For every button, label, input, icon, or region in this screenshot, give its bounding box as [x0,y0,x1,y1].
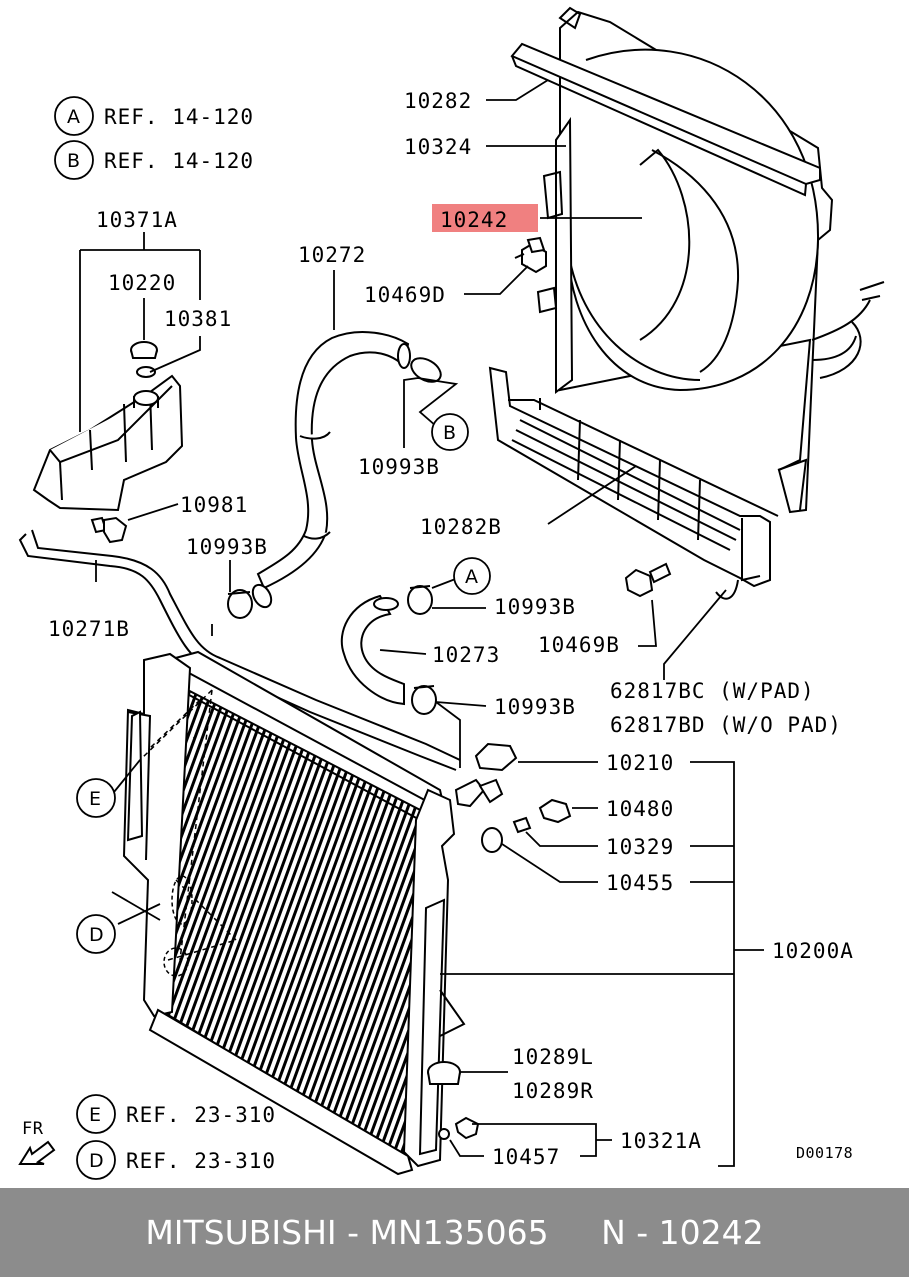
front-label: FR [22,1119,44,1139]
part-footer-text: MITSUBISHI - MN135065 N - 10242 [145,1213,764,1252]
diagram-code: D00178 [796,1144,853,1162]
part-label-10321A[interactable]: 10321A [620,1129,702,1153]
ref-e-text: REF. 23-310 [126,1103,276,1127]
lower-hose-drawing [340,594,405,706]
part-label-62817BD[interactable]: 62817BD (W/O PAD) [610,713,842,737]
part-label-10981[interactable]: 10981 [180,493,248,517]
part-label-10480[interactable]: 10480 [606,797,674,821]
bolt-10469D-drawing [514,236,547,274]
ref-d-text: REF. 23-310 [126,1149,276,1173]
part-label-10289L[interactable]: 10289L [512,1045,594,1069]
leader-lines [79,79,764,1167]
part-label-10271B[interactable]: 10271B [48,617,130,641]
part-label-10455[interactable]: 10455 [606,871,674,895]
part-label-10282B[interactable]: 10282B [420,515,502,539]
part-label-62817BC[interactable]: 62817BC (W/PAD) [610,679,815,703]
bolt-10469B-drawing [624,562,672,598]
ref-b-letter: B [67,150,80,172]
ref-b-text: REF. 14-120 [104,149,254,173]
reservoir-tank-drawing [32,341,184,544]
part-label-10220[interactable]: 10220 [108,271,176,295]
exploded-parts-diagram: FR [18,6,885,1180]
part-label-10272[interactable]: 10272 [298,243,366,267]
part-label-10371A[interactable]: 10371A [96,208,178,232]
part-label-10282[interactable]: 10282 [404,89,472,113]
part-label-10273[interactable]: 10273 [432,643,500,667]
front-direction-arrow: FR [18,1119,56,1165]
part-label-10993B-left[interactable]: 10993B [186,535,268,559]
ref-a-letter: A [67,106,80,128]
fan-shroud-drawing [488,6,885,600]
ref-d-letter: D [89,1150,104,1172]
ref-e-letter: E [89,1104,101,1126]
part-label-10469D[interactable]: 10469D [364,283,446,307]
ref-legend [54,96,491,1180]
part-label-10469B[interactable]: 10469B [538,633,620,657]
callout-a: A [465,566,478,588]
callout-e: E [89,788,101,810]
part-label-10210[interactable]: 10210 [606,751,674,775]
part-label-10381[interactable]: 10381 [164,307,232,331]
part-footer-bar: MITSUBISHI - MN135065 N - 10242 [0,1188,909,1277]
part-label-10457[interactable]: 10457 [492,1145,560,1169]
part-label-10993B-mid[interactable]: 10993B [494,595,576,619]
part-label-10329[interactable]: 10329 [606,835,674,859]
part-label-10200A[interactable]: 10200A [772,939,854,963]
part-label-10289R[interactable]: 10289R [512,1079,594,1103]
highlight-10242 [432,204,538,232]
radiator-drawing [122,650,466,1176]
callout-b: B [443,422,456,444]
callout-d: D [89,924,104,946]
part-label-10324[interactable]: 10324 [404,135,472,159]
part-label-10993B-top[interactable]: 10993B [358,455,440,479]
part-label-10993B-low[interactable]: 10993B [494,695,576,719]
ref-a-text: REF. 14-120 [104,105,254,129]
hose-clamps-drawing [227,357,442,715]
part-label-10242[interactable]: 10242 [440,208,508,232]
upper-hose-drawing [251,331,411,609]
